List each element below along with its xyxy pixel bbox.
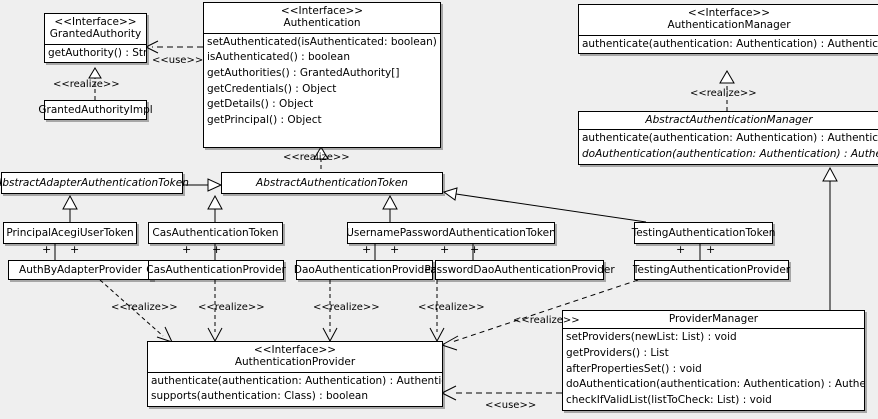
class-name: TestingAuthenticationToken (631, 227, 776, 239)
methods-compartment: authenticate(authentication: Authenticat… (579, 34, 878, 54)
visibility-marker: + (470, 243, 480, 256)
method: authenticate(authentication: Authenticat… (582, 132, 878, 145)
class-testing-authentication-provider[interactable]: TestingAuthenticationProvider (632, 260, 791, 280)
edge-label-realize-password-dao-provider: <<realize>> (418, 302, 485, 313)
edge-label-realize-granted-impl: <<realize>> (53, 79, 120, 90)
class-header: <<Interface>> AuthenticationProvider (148, 342, 442, 372)
class-name: UsernamePasswordAuthenticationToken (346, 227, 556, 239)
class-name: AuthenticationProvider (234, 356, 356, 369)
class-authentication[interactable]: <<Interface>> Authentication setAuthenti… (203, 2, 441, 148)
class-granted-authority[interactable]: <<Interface>> GrantedAuthority getAuthor… (44, 13, 147, 64)
class-granted-authority-impl[interactable]: GrantedAuthorityImpl (38, 100, 153, 120)
method: supports(authentication: Class) : boolea… (151, 390, 368, 403)
class-name: Authentication (283, 17, 361, 30)
method: getAuthorities() : GrantedAuthority[] (207, 67, 400, 80)
edge-usernamepasswordtoken-extends-abstractauthenticationtoken (382, 194, 398, 222)
edge-label-realize-token-authentication: <<realize>> (283, 152, 350, 163)
methods-compartment: setAuthenticated(isAuthenticated: boolea… (204, 32, 440, 130)
methods-compartment: setProviders(newList: List) : void getPr… (563, 328, 864, 409)
edge-authentication-uses-grantedauthority (145, 40, 203, 54)
class-name: TestingAuthenticationProvider (632, 264, 791, 276)
methods-compartment: authenticate(authentication: Authenticat… (148, 371, 442, 406)
method: getDetails() : Object (207, 98, 314, 111)
edge-label-use-provider-manager: <<use>> (485, 400, 537, 411)
visibility-marker: + (362, 243, 372, 256)
method: getProviders() : List (566, 347, 669, 360)
edge-label-realize-dao-provider: <<realize>> (313, 302, 380, 313)
stereotype-label: <<Interface>> (253, 344, 337, 356)
edge-label-realize-manager: <<realize>> (690, 88, 757, 99)
stereotype-label: <<Interface>> (687, 7, 771, 19)
visibility-marker: + (440, 243, 450, 256)
visibility-marker: + (212, 243, 222, 256)
class-cas-authentication-provider[interactable]: CasAuthenticationProvider (146, 260, 286, 280)
class-abstract-authentication-manager[interactable]: AbstractAuthenticationManager authentica… (578, 111, 878, 165)
class-name: DaoAuthenticationProvider (293, 264, 436, 276)
class-name: AbstractAdapterAuthenticationToken (0, 177, 189, 189)
methods-compartment: authenticate(authentication: Authenticat… (579, 129, 878, 163)
edge-label-realize-cas-provider: <<realize>> (198, 302, 265, 313)
stereotype-label: <<Interface>> (54, 16, 137, 28)
method: getPrincipal() : Object (207, 113, 322, 126)
edge-principalacegiusertoken-extends-abstractadapter (62, 194, 78, 222)
class-name: GrantedAuthority (49, 28, 142, 41)
class-abstract-adapter-authentication-token[interactable]: AbstractAdapterAuthenticationToken (0, 172, 189, 194)
class-name: GrantedAuthorityImpl (38, 104, 153, 116)
class-name: CasAuthenticationProvider (146, 264, 286, 276)
visibility-marker: + (70, 243, 80, 256)
stereotype-label: <<Interface>> (280, 5, 364, 17)
visibility-marker: + (676, 243, 686, 256)
class-header: AbstractAuthenticationManager (579, 112, 878, 129)
class-testing-authentication-token[interactable]: TestingAuthenticationToken (631, 222, 776, 244)
method: authenticate(authentication: Authenticat… (582, 37, 878, 50)
method: checkIfValidList(listToCheck: List) : vo… (566, 393, 772, 406)
class-name: PasswordDaoAuthenticationProvider (424, 264, 615, 276)
edge-label-realize-auth-by-adapter: <<realize>> (111, 302, 178, 313)
class-name: AbstractAuthenticationManager (645, 114, 813, 126)
class-authentication-manager[interactable]: <<Interface>> AuthenticationManager auth… (578, 4, 878, 55)
class-cas-authentication-token[interactable]: CasAuthenticationToken (148, 222, 283, 244)
class-header: ProviderManager (563, 311, 864, 328)
edge-providermanager-uses-authenticationprovider (441, 385, 562, 401)
class-auth-by-adapter-provider[interactable]: AuthByAdapterProvider (8, 260, 153, 280)
class-header: <<Interface>> AuthenticationManager (579, 5, 878, 35)
edge-providermanager-extends-abstractauthenticationmanager (822, 166, 838, 310)
visibility-marker: + (390, 243, 400, 256)
class-abstract-authentication-token[interactable]: AbstractAuthenticationToken (221, 172, 443, 194)
class-principal-acegi-user-token[interactable]: PrincipalAcegiUserToken (3, 222, 137, 244)
class-header: <<Interface>> Authentication (204, 3, 440, 33)
class-name: AbstractAuthenticationToken (256, 177, 408, 189)
method: authenticate(authentication: Authenticat… (151, 374, 442, 387)
class-provider-manager[interactable]: ProviderManager setProviders(newList: Li… (562, 310, 865, 411)
edge-testingauthenticationtoken-extends-abstractauthenticationtoken (442, 187, 647, 223)
methods-compartment: getAuthority() : String (45, 43, 146, 63)
visibility-marker: + (182, 243, 192, 256)
method: getCredentials() : Object (207, 82, 337, 95)
visibility-marker: + (706, 243, 716, 256)
class-authentication-provider[interactable]: <<Interface>> AuthenticationProvider aut… (147, 341, 443, 408)
class-header: <<Interface>> GrantedAuthority (45, 14, 146, 44)
method: isAuthenticated() : boolean (207, 51, 350, 64)
edge-label-realize-testing-provider: <<realize>> (513, 315, 580, 326)
class-name: AuthenticationManager (667, 19, 791, 32)
class-password-dao-authentication-provider[interactable]: PasswordDaoAuthenticationProvider (424, 260, 615, 280)
method: afterPropertiesSet() : void (566, 362, 702, 375)
class-username-password-authentication-token[interactable]: UsernamePasswordAuthenticationToken (346, 222, 556, 244)
class-name: AuthByAdapterProvider (19, 264, 142, 276)
class-name: PrincipalAcegiUserToken (6, 227, 134, 239)
class-name: ProviderManager (668, 313, 759, 325)
class-name: CasAuthenticationToken (152, 227, 279, 239)
method: setAuthenticated(isAuthenticated: boolea… (207, 35, 440, 48)
edge-casauthenticationtoken-extends-abstractauthenticationtoken (207, 194, 223, 222)
method: doAuthentication(authentication: Authent… (582, 148, 878, 161)
class-dao-authentication-provider[interactable]: DaoAuthenticationProvider (293, 260, 436, 280)
visibility-marker: + (42, 243, 52, 256)
method: doAuthentication(authentication: Authent… (566, 378, 864, 391)
edge-label-use-authentication-granted: <<use>> (152, 55, 204, 66)
method: getAuthority() : String (48, 46, 146, 59)
method: setProviders(newList: List) : void (566, 331, 737, 344)
